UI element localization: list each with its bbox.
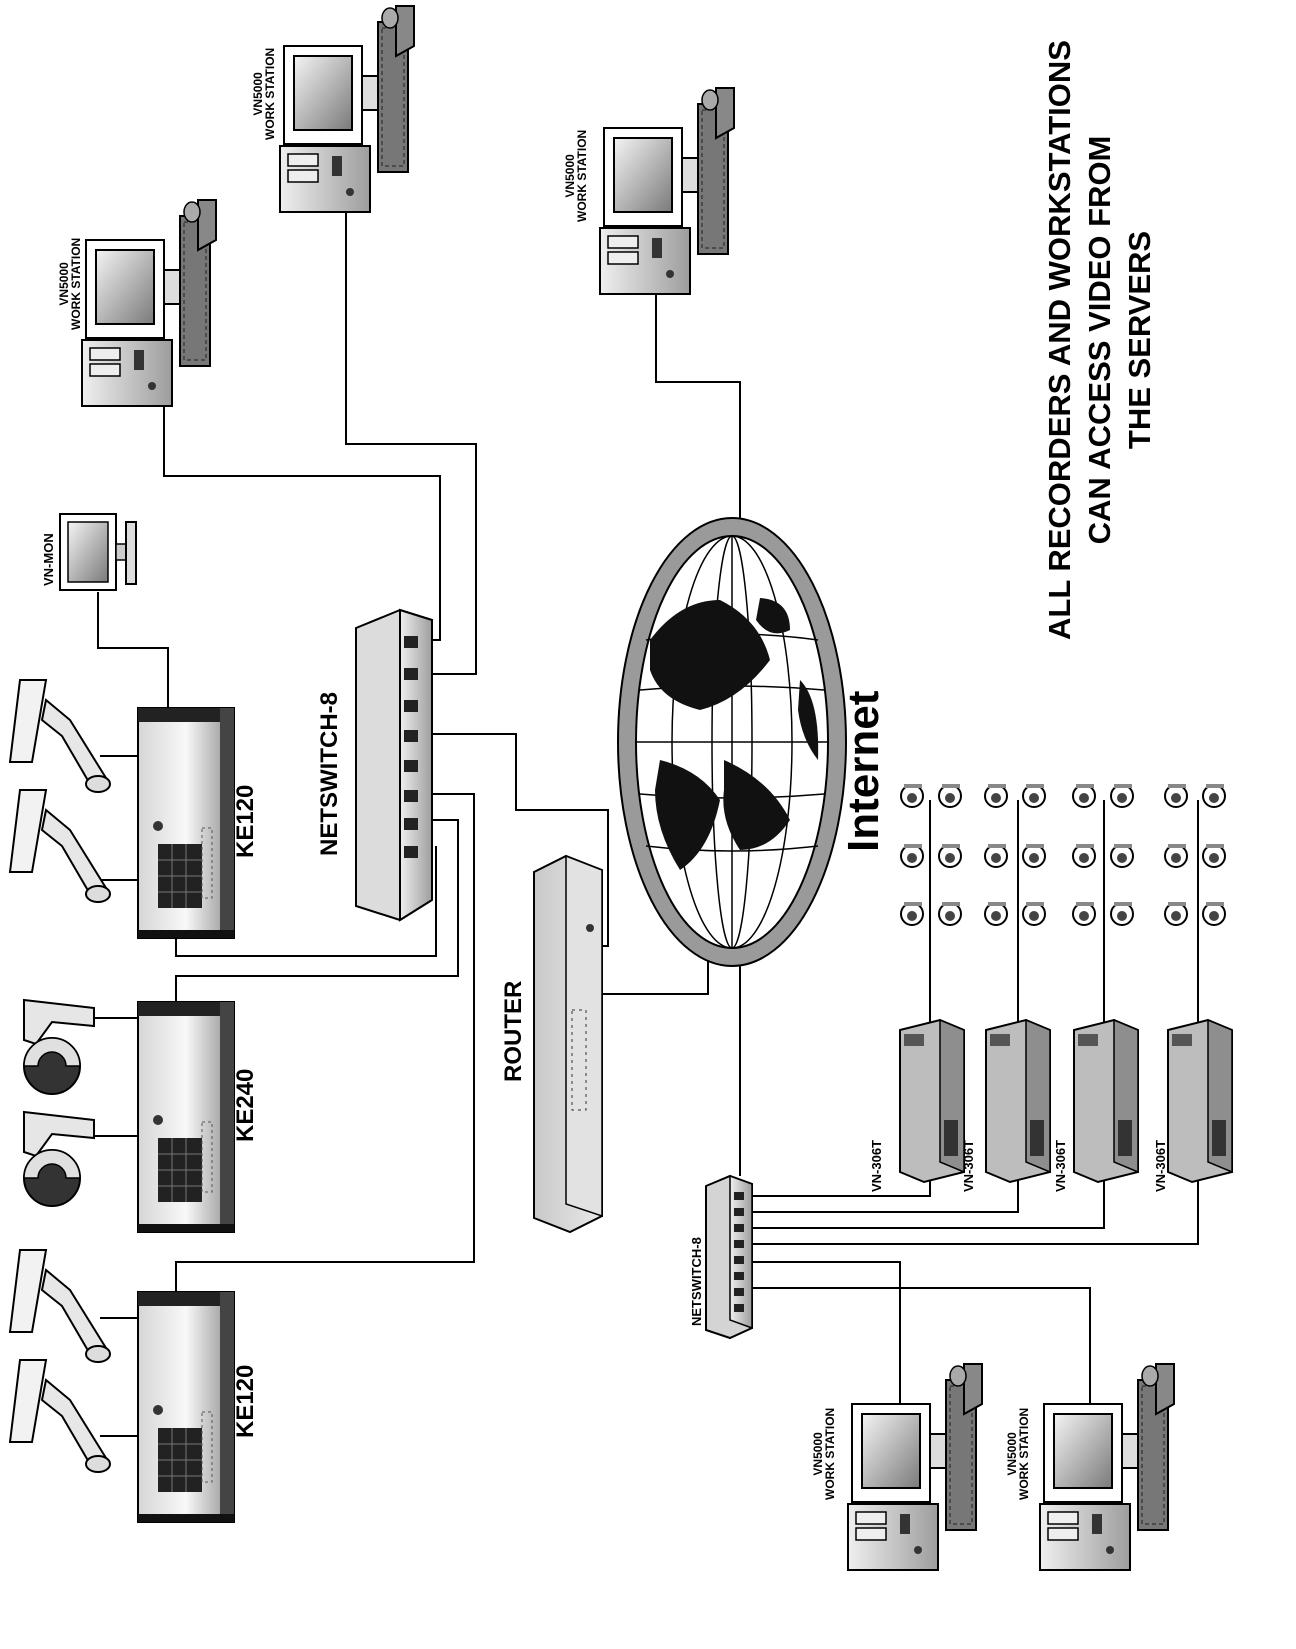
ws-line2: WORK STATION [823,1407,837,1500]
ke120-bottom-recorder [137,1291,235,1523]
ptz-camera-icon [1110,783,1134,808]
ptz-camera-icon [1202,901,1226,926]
vn306t-encoder-1 [899,1019,965,1183]
dome-cameras [23,999,95,1207]
ptz-camera-icon [938,783,962,808]
ptz-camera-icon [1022,843,1046,868]
ws-line2: WORK STATION [69,237,83,330]
workstation-top-label: VN5000 WORK STATION [251,47,277,140]
ke120-top-recorder [137,707,235,939]
ptz-camera-icon [938,901,962,926]
ptz-camera-icon [1022,783,1046,808]
ptz-camera-icon [984,901,1008,926]
ptz-camera-icon [1072,783,1096,808]
workstation-left-label: VN5000 WORK STATION [57,237,83,330]
ptz-camera-icon [1164,901,1188,926]
ptz-camera-grid [900,783,1226,926]
ptz-camera-icon [1110,843,1134,868]
ptz-camera-icon [1164,783,1188,808]
vn306t-label-4: VN-306T [1153,1139,1168,1192]
workstation-left [81,199,217,407]
ke120-top-label: KE120 [232,784,259,858]
workstation-top [279,5,415,213]
workstation-bottom-left-label: VN5000 WORK STATION [811,1407,837,1500]
touch-monitors-bottom [9,1249,111,1473]
netswitch-bottom [705,1174,753,1340]
vn306t-encoder-4 [1167,1019,1233,1183]
ptz-camera-icon [1022,901,1046,926]
note-line-1: ALL RECORDERS AND WORKSTATIONS [1042,40,1077,640]
netswitch-top-label: NETSWITCH-8 [316,692,343,856]
ptz-camera-icon [1202,783,1226,808]
vn-mon-monitor [59,513,137,591]
ptz-camera-icon [900,901,924,926]
netswitch-top [355,608,433,922]
ws-line2: WORK STATION [575,129,589,222]
ptz-camera-icon [1110,901,1134,926]
vn306t-label-3: VN-306T [1053,1139,1068,1192]
workstation-bottom-right [1039,1363,1175,1571]
connection-lines [92,196,1199,1437]
ptz-camera-icon [938,843,962,868]
internet-label: Internet [839,690,888,852]
ptz-camera-icon [900,843,924,868]
workstation-bottom-right-label: VN5000 WORK STATION [1005,1407,1031,1500]
note-line-3: THE SERVERS [1122,230,1157,450]
workstation-right-label: VN5000 WORK STATION [563,129,589,222]
router [533,854,603,1234]
ptz-camera-icon [984,783,1008,808]
ke240-recorder [137,1001,235,1233]
vn306t-label-1: VN-306T [869,1139,884,1192]
workstation-right [599,87,735,295]
router-label: ROUTER [500,980,527,1082]
ptz-camera-icon [1202,843,1226,868]
ptz-camera-icon [1072,901,1096,926]
ptz-camera-icon [984,843,1008,868]
vn306t-encoder-3 [1073,1019,1139,1183]
netswitch-bottom-label: NETSWITCH-8 [689,1237,704,1326]
workstation-bottom-left [847,1363,983,1571]
touch-monitors-top [9,679,111,903]
ke240-label: KE240 [232,1068,259,1142]
vn-mon-label: VN-MON [41,533,56,586]
ptz-camera-icon [1072,843,1096,868]
ptz-camera-icon [1164,843,1188,868]
servers-note: ALL RECORDERS AND WORKSTATIONS CAN ACCES… [1040,20,1160,660]
ke120-bottom-label: KE120 [232,1364,259,1438]
ptz-camera-icon [900,783,924,808]
vn306t-label-2: VN-306T [961,1139,976,1192]
note-line-2: CAN ACCESS VIDEO FROM [1082,135,1117,545]
internet-globe [617,517,847,967]
ws-line2: WORK STATION [1017,1407,1031,1500]
ws-line2: WORK STATION [263,47,277,140]
vn306t-encoder-2 [985,1019,1051,1183]
